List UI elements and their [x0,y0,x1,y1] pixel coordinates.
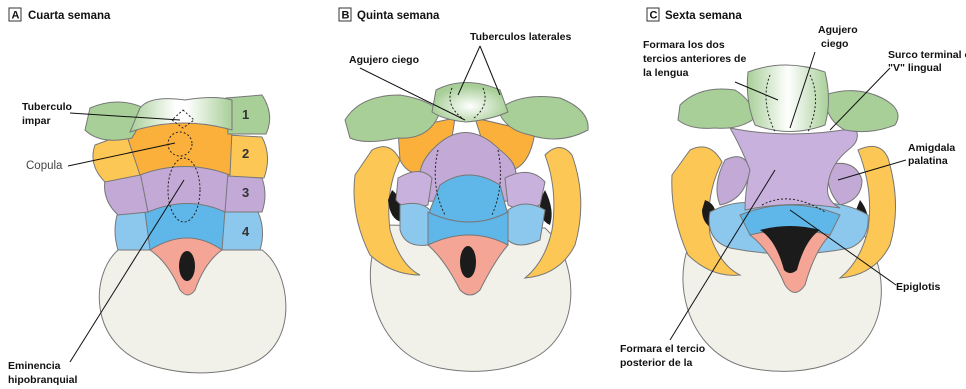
arch2-orange-a [125,123,232,176]
label-copula: Copula [26,160,63,172]
label-amigdala-2: palatina [908,155,948,167]
arch-number-4: 4 [242,224,250,239]
label-epiglotis: Epiglotis [896,281,940,293]
label-agujero-ciego-b: Agujero ciego [349,54,419,66]
panel-a-letter: A [12,10,20,22]
label-tercio-posterior-1: Formara el tercio [620,343,705,355]
label-surco-2: "V" lingual [888,62,942,74]
label-surco-1: Surco terminal o [888,49,966,61]
label-amigdala-1: Amigdala [908,142,955,154]
label-tuberculos-laterales: Tuberculos laterales [470,31,572,43]
panel-c: C Sexta semana Formara los dos tercios [620,8,966,371]
label-dos-tercios-2: tercios anteriores de [643,53,746,65]
label-dos-tercios-3: la lengua [643,67,689,79]
panel-b: B Quinta semana T [339,8,588,371]
purple-right-b [505,172,545,208]
blue-left-b [400,203,430,245]
panel-b-title: Quinta semana [357,10,440,22]
glottis-b [460,246,476,278]
arch-number-2: 2 [242,146,249,161]
label-hipobranquial: hipobranquial [8,374,77,386]
label-ciego-c: ciego [821,38,848,50]
label-agujero-c: Agujero [818,24,858,36]
lateral-tubercles-b [432,83,508,123]
panel-a: A Cuarta semana 1 2 3 4 Tuberculo [8,8,286,386]
panel-b-letter: B [342,10,350,22]
panel-c-title: Sexta semana [665,10,742,22]
anterior-tongue-c [747,65,828,132]
panel-a-title: Cuarta semana [28,10,111,22]
panel-c-letter: C [650,10,658,22]
arch-number-1: 1 [242,107,249,122]
label-impar: impar [22,115,51,127]
purple-left-b [396,172,432,208]
arch-number-3: 3 [242,185,249,200]
label-tuberculo: Tuberculo [22,101,72,113]
glottis-a [179,251,195,281]
blue-right-b [508,204,545,245]
label-dos-tercios-1: Formara los dos [643,39,725,51]
arch1-left-c [678,89,755,128]
label-eminencia: Eminencia [8,360,61,372]
label-tercio-posterior-2: posterior de la [620,357,693,369]
